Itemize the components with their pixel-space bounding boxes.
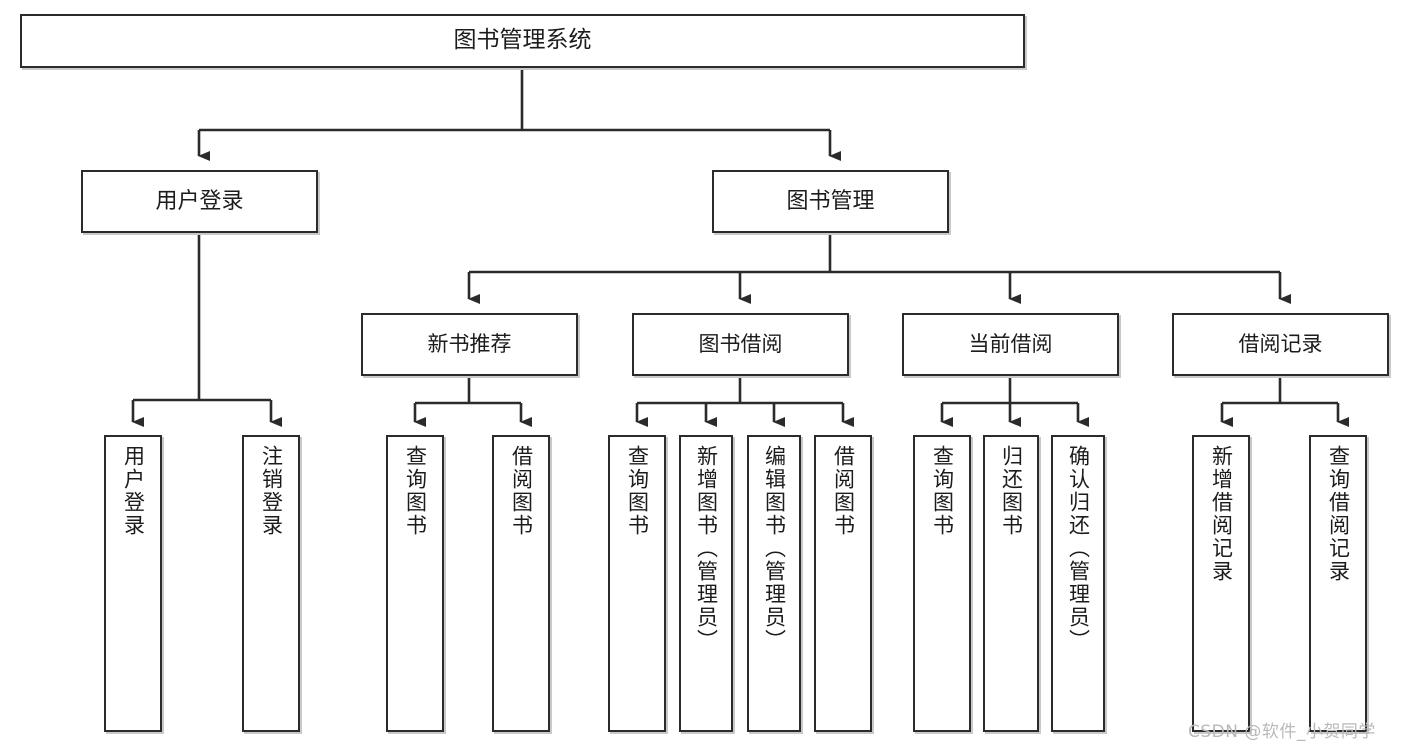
leaf-book-borrow-borrow[interactable]: 借阅图书 [814,435,872,732]
node-user-login[interactable]: 用户登录 [81,170,318,233]
leaf-label: 编辑图书（管理员） [762,445,787,652]
leaf-label: 新增图书（管理员） [694,445,719,652]
leaf-user-login-logout[interactable]: 注销登录 [242,435,300,732]
node-root[interactable]: 图书管理系统 [20,14,1025,68]
leaf-label: 查询图书 [403,445,428,537]
node-current-borrow-label: 当前借阅 [968,332,1053,357]
leaf-new-book-borrow[interactable]: 借阅图书 [492,435,550,732]
leaf-label: 借阅图书 [509,445,534,537]
node-current-borrow[interactable]: 当前借阅 [902,313,1119,376]
leaf-borrow-record-query[interactable]: 查询借阅记录 [1309,435,1367,732]
leaf-label: 查询图书 [930,445,955,537]
node-book-borrow[interactable]: 图书借阅 [632,313,849,376]
node-new-book-recommend-label: 新书推荐 [427,332,512,357]
node-book-borrow-label: 图书借阅 [698,332,783,357]
leaf-borrow-record-add[interactable]: 新增借阅记录 [1192,435,1250,732]
watermark: CSDN @软件_小贺同学 [1188,722,1376,742]
leaf-label: 用户登录 [121,445,146,537]
leaf-label: 注销登录 [259,445,284,537]
leaf-label: 新增借阅记录 [1209,445,1234,583]
leaf-label: 查询借阅记录 [1326,445,1351,583]
leaf-book-borrow-edit[interactable]: 编辑图书（管理员） [747,435,801,732]
leaf-current-borrow-query[interactable]: 查询图书 [913,435,971,732]
leaf-new-book-query[interactable]: 查询图书 [386,435,444,732]
node-user-login-label: 用户登录 [155,188,244,214]
leaf-label: 归还图书 [999,445,1024,537]
node-new-book-recommend[interactable]: 新书推荐 [361,313,578,376]
leaf-book-borrow-query[interactable]: 查询图书 [608,435,666,732]
leaf-current-borrow-confirm[interactable]: 确认归还（管理员） [1051,435,1105,732]
node-borrow-record-label: 借阅记录 [1238,332,1323,357]
leaf-label: 借阅图书 [831,445,856,537]
node-root-label: 图书管理系统 [453,27,592,54]
leaf-current-borrow-return[interactable]: 归还图书 [983,435,1039,732]
leaf-label: 确认归还（管理员） [1066,445,1091,652]
node-book-management[interactable]: 图书管理 [712,170,949,233]
leaf-user-login-login[interactable]: 用户登录 [104,435,162,732]
node-book-management-label: 图书管理 [786,188,875,214]
leaf-book-borrow-add[interactable]: 新增图书（管理员） [679,435,733,732]
leaf-label: 查询图书 [625,445,650,537]
node-borrow-record[interactable]: 借阅记录 [1172,313,1389,376]
